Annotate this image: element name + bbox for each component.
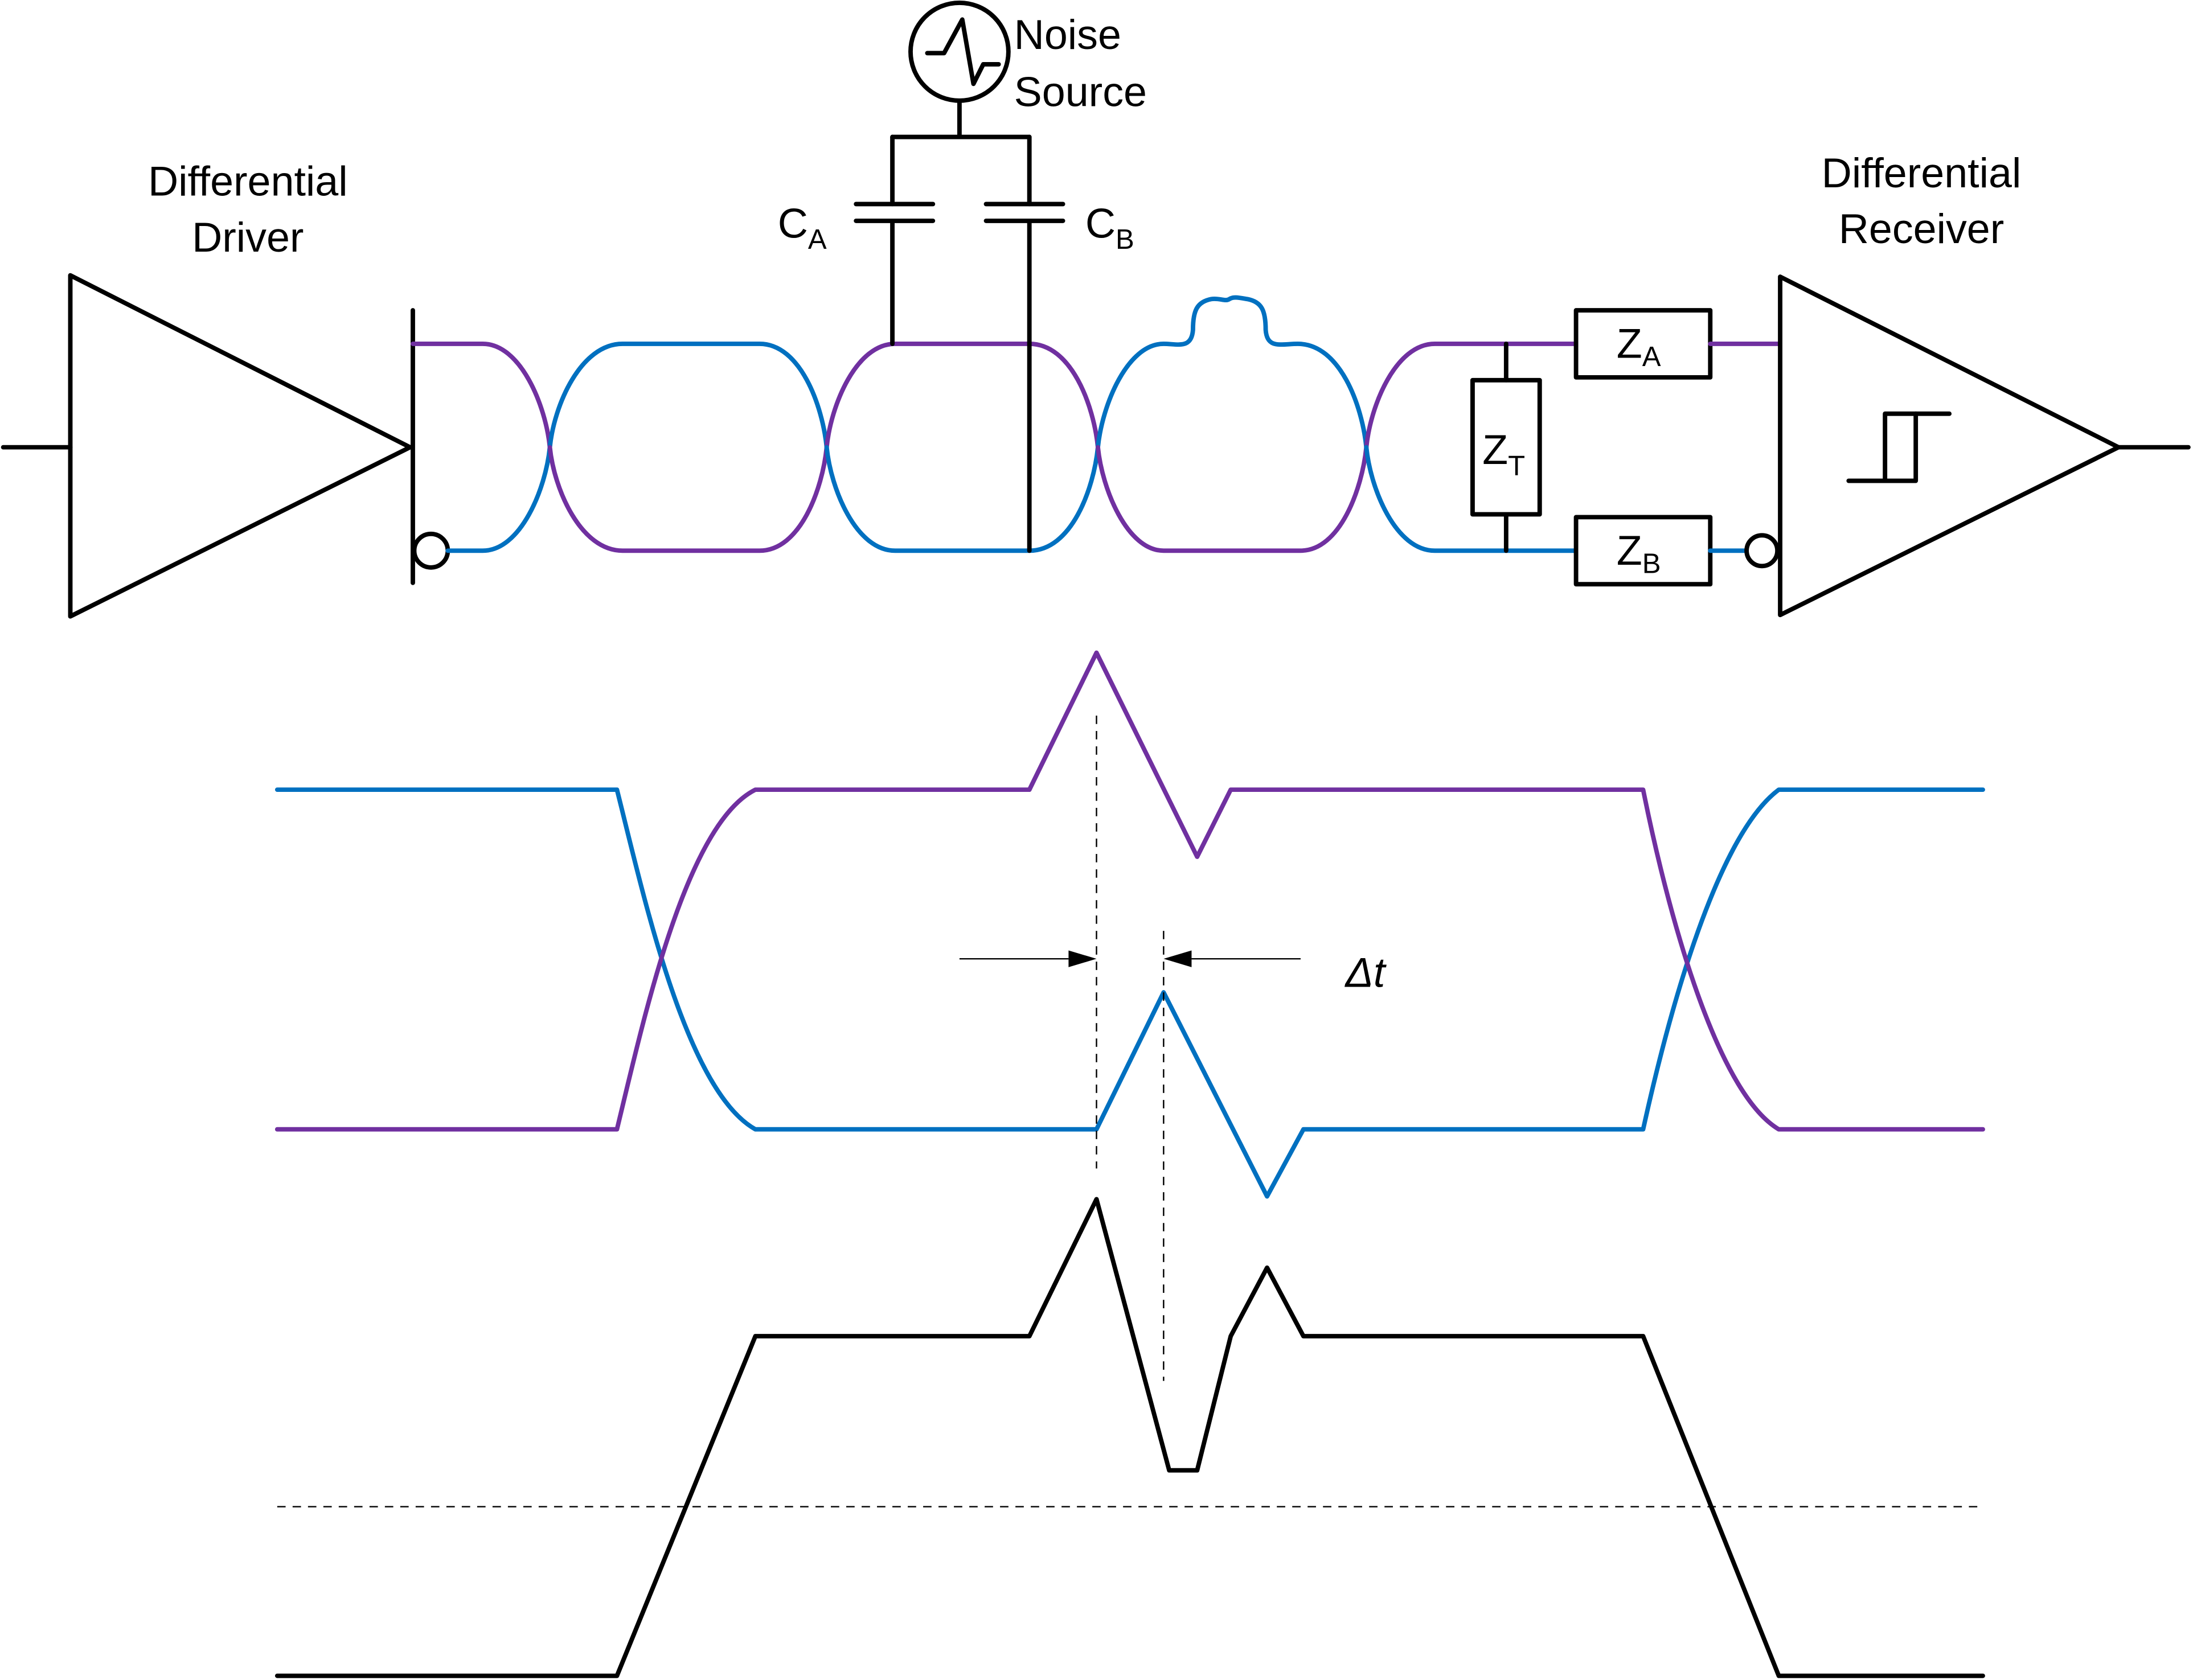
schmitt-hysteresis-icon (1846, 411, 1952, 483)
noise-source-circle (908, 0, 1011, 103)
waveform-signal-b (274, 787, 1985, 1199)
driver-label-line1: Differential (148, 158, 348, 205)
driver-label-line2: Driver (192, 213, 304, 261)
twisted-pair (411, 295, 1579, 553)
driver-triangle (68, 273, 412, 619)
wire-a-seg5 (1364, 342, 1579, 450)
wire-b-seg4-bump (1096, 295, 1369, 450)
wire-a-seg4 (1096, 445, 1369, 553)
waveform-differential (274, 1197, 1985, 1678)
differential-receiver: Differential Receiver (1744, 149, 2191, 618)
noise-label-line2: Source (1014, 68, 1147, 116)
noise-pulse-icon (925, 17, 1001, 87)
cap-a-label: CA (778, 199, 827, 255)
receiver-inverting-bubble (1744, 533, 1780, 569)
zt-label: ZT (1482, 426, 1525, 482)
waveform-signal-a (274, 650, 1985, 1132)
delta-t-arrow-right-head (1163, 950, 1192, 967)
differential-driver: Differential Driver (1, 158, 450, 619)
cap-b-label: CB (1085, 199, 1134, 255)
wire-b-seg1 (445, 445, 552, 553)
noise-label-line1: Noise (1014, 11, 1121, 58)
waveforms: Δt (274, 650, 1985, 1678)
wire-a-seg1 (411, 342, 552, 450)
za-label: ZA (1617, 319, 1661, 372)
noise-coupling: Noise Source CA CB (778, 0, 1147, 553)
zb-label: ZB (1617, 527, 1661, 580)
wire-b-seg2 (547, 342, 829, 450)
receiver-label-line2: Receiver (1839, 205, 2005, 252)
wire-a-seg2 (547, 445, 829, 553)
delta-t-arrow-left-head (1068, 950, 1097, 967)
wire-b-seg5 (1364, 445, 1579, 553)
termination-network: ZT ZA ZB (1470, 308, 1781, 587)
receiver-label-line1: Differential (1822, 149, 2022, 196)
schmitt-hysteresis-icon-inner (1883, 411, 1919, 483)
receiver-triangle (1778, 274, 2121, 618)
wire-a-seg3 (824, 342, 1100, 450)
delta-t-label: Δt (1345, 948, 1387, 996)
driver-inverting-bubble (412, 531, 450, 570)
wire-b-seg3 (824, 445, 1100, 553)
